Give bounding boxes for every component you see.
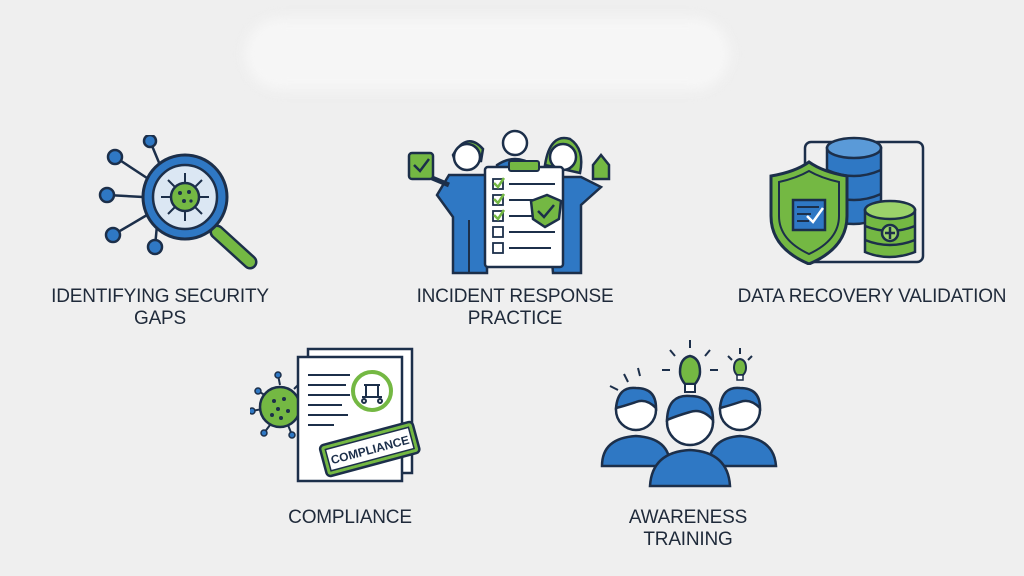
item-label: DATA RECOVERY VALIDATION <box>737 286 1007 307</box>
magnifier-virus-network-icon <box>98 135 258 270</box>
people-lightbulb-icon <box>600 340 778 488</box>
compliance-document-icon: COMPLIANCE <box>250 347 421 483</box>
item-label: INCIDENT RESPONSE PRACTICE <box>416 286 614 329</box>
team-checklist-icon <box>407 129 611 275</box>
item-label: COMPLIANCE <box>288 507 412 528</box>
shield-database-icon <box>769 136 925 265</box>
item-label: AWARENESS TRAINING <box>628 507 748 550</box>
item-label: IDENTIFYING SECURITY GAPS <box>51 286 269 329</box>
title-placeholder <box>245 18 730 90</box>
